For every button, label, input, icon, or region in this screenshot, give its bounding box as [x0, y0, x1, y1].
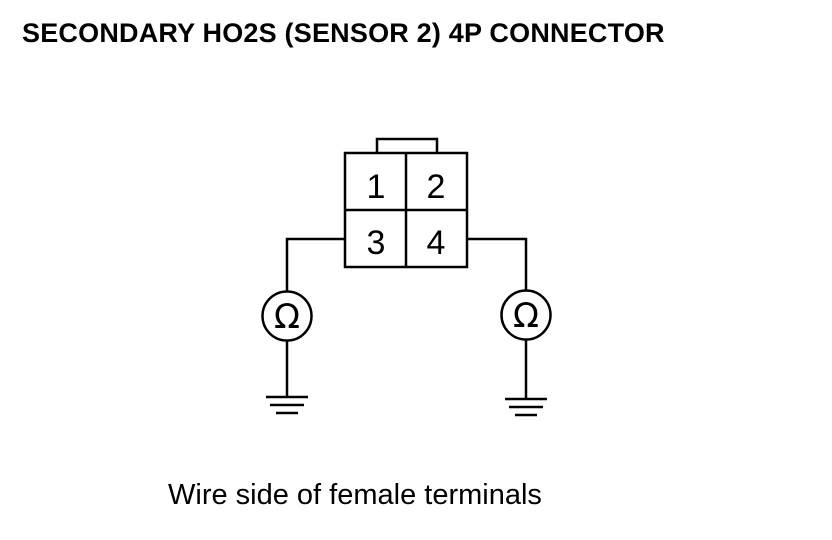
pin-label-4: 4 — [427, 224, 446, 262]
lead-wire-right — [467, 237, 528, 290]
ohm-symbol-right: Ω — [513, 296, 539, 336]
pin-label-3: 3 — [367, 224, 386, 262]
pin-label-2: 2 — [427, 168, 446, 206]
pin-label-1: 1 — [367, 168, 386, 206]
diagram-title: SECONDARY HO2S (SENSOR 2) 4P CONNECTOR — [22, 18, 665, 48]
diagram-caption: Wire side of female terminals — [168, 479, 542, 511]
ohm-symbol-left: Ω — [274, 297, 300, 337]
lead-wire-left — [285, 237, 345, 292]
connector-latch — [375, 137, 439, 153]
ground-icon — [266, 395, 308, 415]
ground-icon — [505, 397, 547, 417]
